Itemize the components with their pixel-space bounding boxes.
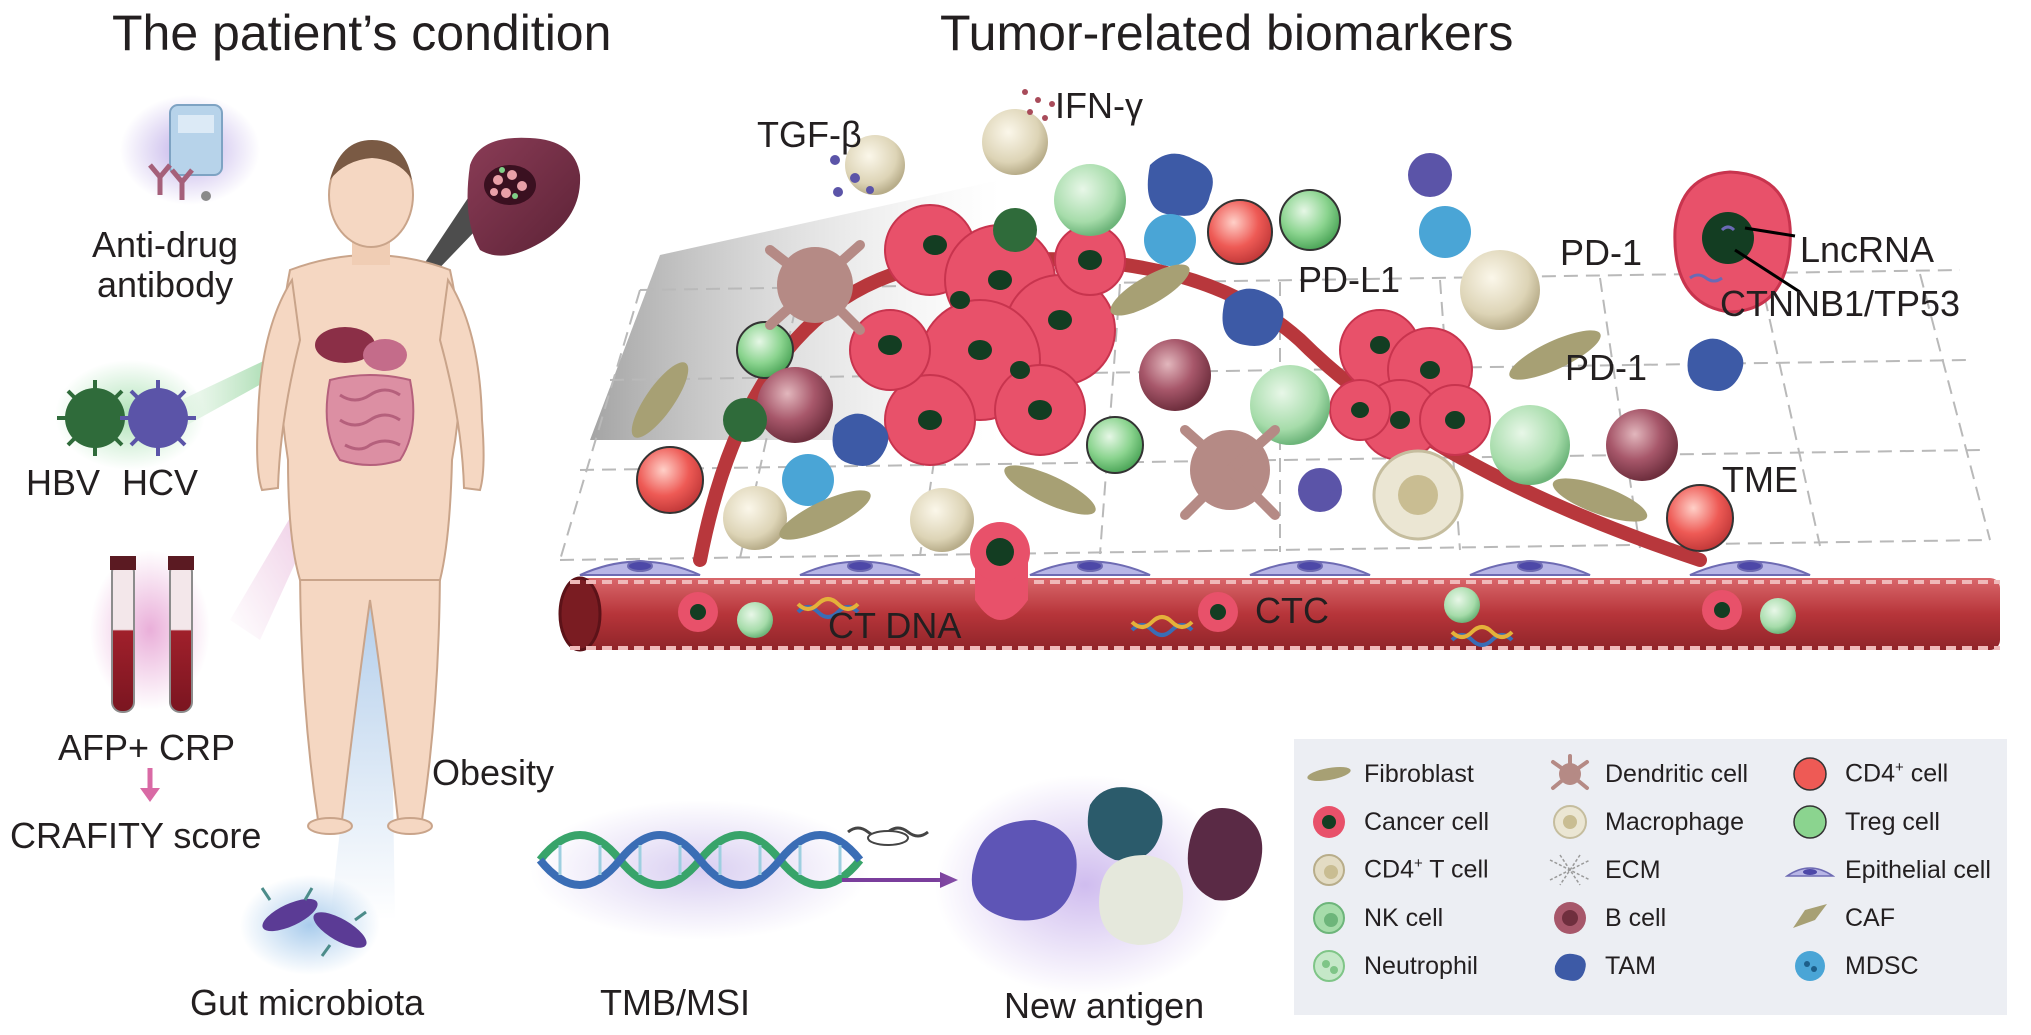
anti-drug-antibody-icon xyxy=(120,95,260,205)
neutrophil-icon xyxy=(1313,950,1345,982)
cd4-t-cell-icon xyxy=(1313,854,1345,886)
pd-l1-label: PD-L1 xyxy=(1298,259,1401,300)
cancer-cell-icon xyxy=(1313,806,1345,838)
liver-illustration xyxy=(467,137,581,256)
tme-label: TME xyxy=(1722,459,1798,500)
tgf-beta-label: TGF-β xyxy=(757,114,862,155)
tme-cells xyxy=(631,89,1744,552)
crafity-arrow xyxy=(140,768,160,802)
tumor-mass-small xyxy=(1329,309,1491,461)
legend-item: Dendritic cell xyxy=(1545,752,1748,796)
nk-cell-icon xyxy=(1313,902,1345,934)
right-section-title: Tumor-related biomarkers xyxy=(940,5,1514,61)
legend-item: Epithelial cell xyxy=(1785,848,1991,892)
crafity-score-label: CRAFITY score xyxy=(10,815,262,856)
macrophage-icon xyxy=(1553,805,1587,839)
ecm-icon xyxy=(1549,854,1591,886)
legend-label: CD4+ T cell xyxy=(1364,855,1489,884)
legend-label: ECM xyxy=(1605,855,1661,884)
hcv-virus-icon xyxy=(120,380,196,456)
ctdna-strands xyxy=(796,597,1514,647)
legend-item: NK cell xyxy=(1304,896,1443,940)
ctnnb1-tp53-label: CTNNB1/TP53 xyxy=(1720,283,1961,324)
legend-label: Neutrophil xyxy=(1364,951,1478,980)
legend-label: MDSC xyxy=(1845,951,1919,980)
tam-icon xyxy=(1554,953,1586,981)
legend-label: B cell xyxy=(1605,903,1667,932)
legend-item: MDSC xyxy=(1785,944,1919,988)
gut-microbiota-icon xyxy=(240,875,380,975)
obesity-label: Obesity xyxy=(432,752,555,793)
circulating-cells xyxy=(678,522,1796,638)
legend-label: Fibroblast xyxy=(1364,759,1474,788)
epithelial-cell-icon xyxy=(1785,867,1835,877)
legend-item: Fibroblast xyxy=(1304,752,1474,796)
hbv-label: HBV xyxy=(26,462,101,503)
legend-label: NK cell xyxy=(1364,903,1444,932)
ct-dna-label: CT DNA xyxy=(828,605,962,646)
ifn-gamma-label: IFN-γ xyxy=(1055,85,1143,126)
legend-label: Epithelial cell xyxy=(1845,855,1991,884)
legend-label: Dendritic cell xyxy=(1605,759,1749,788)
lncrna-cancer-cell xyxy=(1673,170,1801,314)
new-antigen-label: New antigen xyxy=(1004,985,1205,1026)
treg-cell-icon xyxy=(1793,805,1827,839)
legend-item: Macrophage xyxy=(1545,800,1744,844)
legend-item: CD4+ cell xyxy=(1785,752,1948,796)
legend-item: TAM xyxy=(1545,944,1656,988)
legend-item: B cell xyxy=(1545,896,1666,940)
lncrna-label: LncRNA xyxy=(1800,229,1935,270)
legend-label: Cancer cell xyxy=(1364,807,1490,836)
new-antigen-icon xyxy=(935,775,1263,995)
legend-label: CD4+ cell xyxy=(1845,759,1949,788)
legend-label: CAF xyxy=(1845,903,1895,932)
legend-item: Neutrophil xyxy=(1304,944,1478,988)
blood-vessel xyxy=(558,576,2000,652)
legend-label: TAM xyxy=(1605,951,1656,980)
ctc-label: CTC xyxy=(1255,590,1329,631)
legend-item: Treg cell xyxy=(1785,800,1940,844)
left-section-title: The patient’s condition xyxy=(112,5,612,61)
dendritic-cell-icon xyxy=(1551,754,1589,790)
mdsc-icon xyxy=(1795,951,1825,981)
legend-item: ECM xyxy=(1545,848,1661,892)
peptide-arrow xyxy=(842,826,958,888)
blood-tubes-icon xyxy=(90,550,210,713)
legend-label: Macrophage xyxy=(1605,807,1744,836)
pd-1-mid-label: PD-1 xyxy=(1565,347,1648,388)
b-cell-icon xyxy=(1554,902,1586,934)
anti-drug-antibody-label: Anti-drug antibody xyxy=(92,224,239,306)
pd-1-top-label: PD-1 xyxy=(1560,232,1643,273)
patient-body xyxy=(256,140,485,835)
legend-label: Treg cell xyxy=(1845,807,1940,836)
gut-microbiota-label: Gut microbiota xyxy=(190,982,425,1023)
tumor-mass-large xyxy=(849,204,1126,466)
caf-icon xyxy=(1793,904,1827,928)
legend-item: CD4+ T cell xyxy=(1304,848,1489,892)
dna-helix-icon xyxy=(530,800,870,940)
hcv-label: HCV xyxy=(122,462,199,503)
epithelial-layer xyxy=(579,560,1811,576)
tmb-msi-label: TMB/MSI xyxy=(600,982,750,1023)
fibroblast-icon xyxy=(1307,766,1351,782)
afp-crp-label: AFP+ CRP xyxy=(58,727,236,768)
legend xyxy=(1294,739,2007,1015)
legend-item: CAF xyxy=(1785,896,1895,940)
legend-item: Cancer cell xyxy=(1304,800,1489,844)
cd4-cell-icon xyxy=(1793,757,1827,791)
